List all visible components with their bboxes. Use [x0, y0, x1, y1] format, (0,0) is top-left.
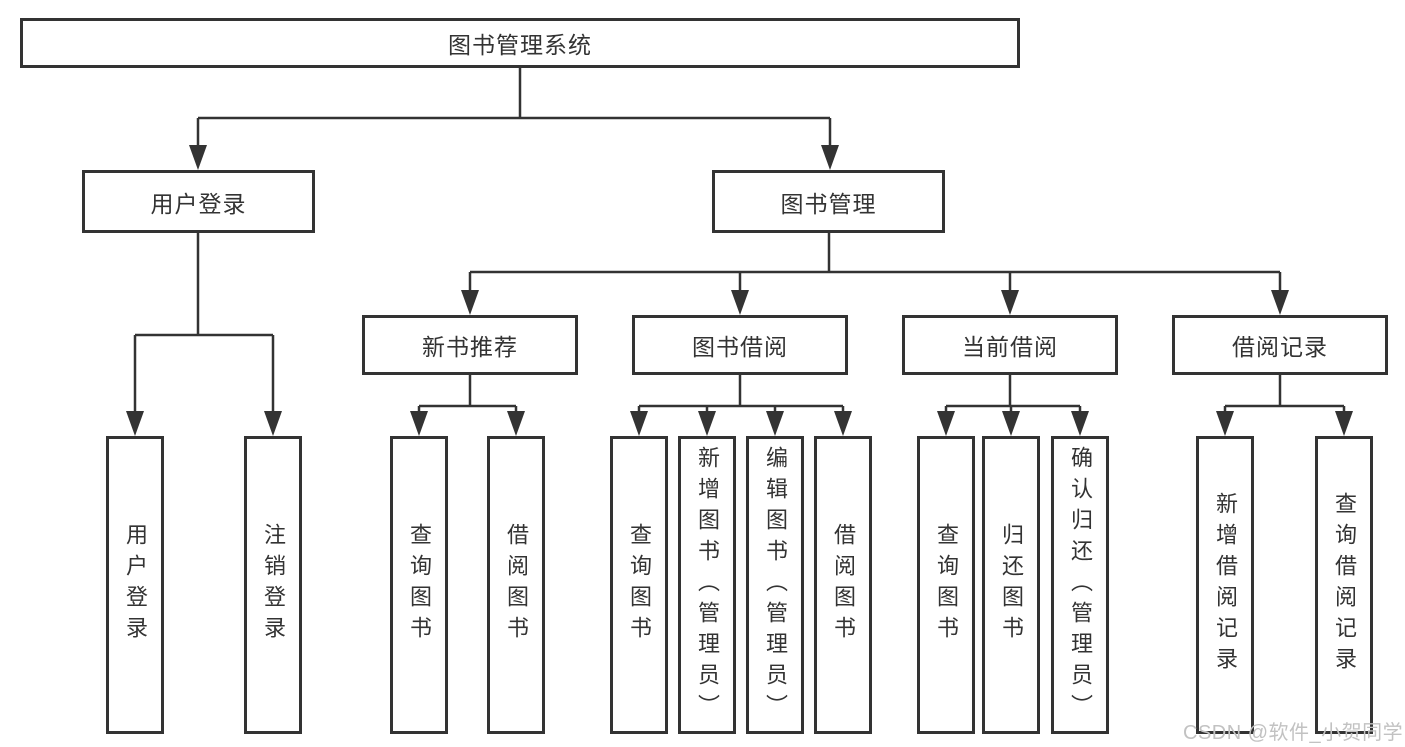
leaf-query-books-new: 查询图书 [390, 436, 448, 734]
arrowhead-icon [410, 411, 428, 436]
node-book-borrow: 图书借阅 [632, 315, 848, 375]
leaf-borrow-books-new: 借阅图书 [487, 436, 545, 734]
arrowhead-icon [1271, 290, 1289, 315]
arrowhead-icon [1335, 411, 1353, 436]
watermark: CSDN @软件_小贺同学 [1183, 722, 1404, 744]
arrowhead-icon [1002, 411, 1020, 436]
node-book-mgmt: 图书管理 [712, 170, 945, 233]
node-new-books: 新书推荐 [362, 315, 578, 375]
arrowhead-icon [821, 145, 839, 170]
connector-book-borrow-to-leaves [637, 375, 845, 413]
arrowhead-icon [1071, 411, 1089, 436]
leaf-user-login: 用户登录 [106, 436, 164, 734]
arrowhead-icon [766, 411, 784, 436]
arrowhead-icon [189, 145, 207, 170]
leaf-add-borrow-record: 新增借阅记录 [1196, 436, 1254, 734]
arrowhead-icon [698, 411, 716, 436]
leaf-logout: 注销登录 [244, 436, 302, 734]
arrowhead-icon [937, 411, 955, 436]
leaf-confirm-return-admin: 确认归还（管理员） [1051, 436, 1109, 734]
arrowhead-icon [731, 290, 749, 315]
arrowhead-icon [126, 411, 144, 436]
arrowhead-icon [630, 411, 648, 436]
arrowhead-icon [264, 411, 282, 436]
node-borrow-records: 借阅记录 [1172, 315, 1388, 375]
connector-user-login-to-leaves [133, 233, 275, 413]
leaf-borrow-books-borrow: 借阅图书 [814, 436, 872, 734]
leaf-add-books-admin: 新增图书（管理员） [678, 436, 736, 734]
arrowhead-icon [507, 411, 525, 436]
leaf-edit-books-admin: 编辑图书（管理员） [746, 436, 804, 734]
connector-new-books-to-leaves [417, 375, 518, 413]
leaf-query-books-current: 查询图书 [917, 436, 975, 734]
connector-root-to-level2 [196, 68, 832, 147]
arrowhead-icon [834, 411, 852, 436]
connector-book-mgmt-to-level3 [468, 233, 1282, 292]
node-root: 图书管理系统 [20, 18, 1020, 68]
leaf-query-books-borrow: 查询图书 [610, 436, 668, 734]
leaf-return-books: 归还图书 [982, 436, 1040, 734]
arrowhead-icon [1001, 290, 1019, 315]
leaf-query-borrow-record: 查询借阅记录 [1315, 436, 1373, 734]
node-user-login: 用户登录 [82, 170, 315, 233]
arrowhead-icon [461, 290, 479, 315]
connector-borrow-records-to-leaves [1223, 375, 1346, 413]
arrowhead-icon [1216, 411, 1234, 436]
connector-current-borrow-to-leaves [944, 375, 1082, 413]
node-current-borrow: 当前借阅 [902, 315, 1118, 375]
